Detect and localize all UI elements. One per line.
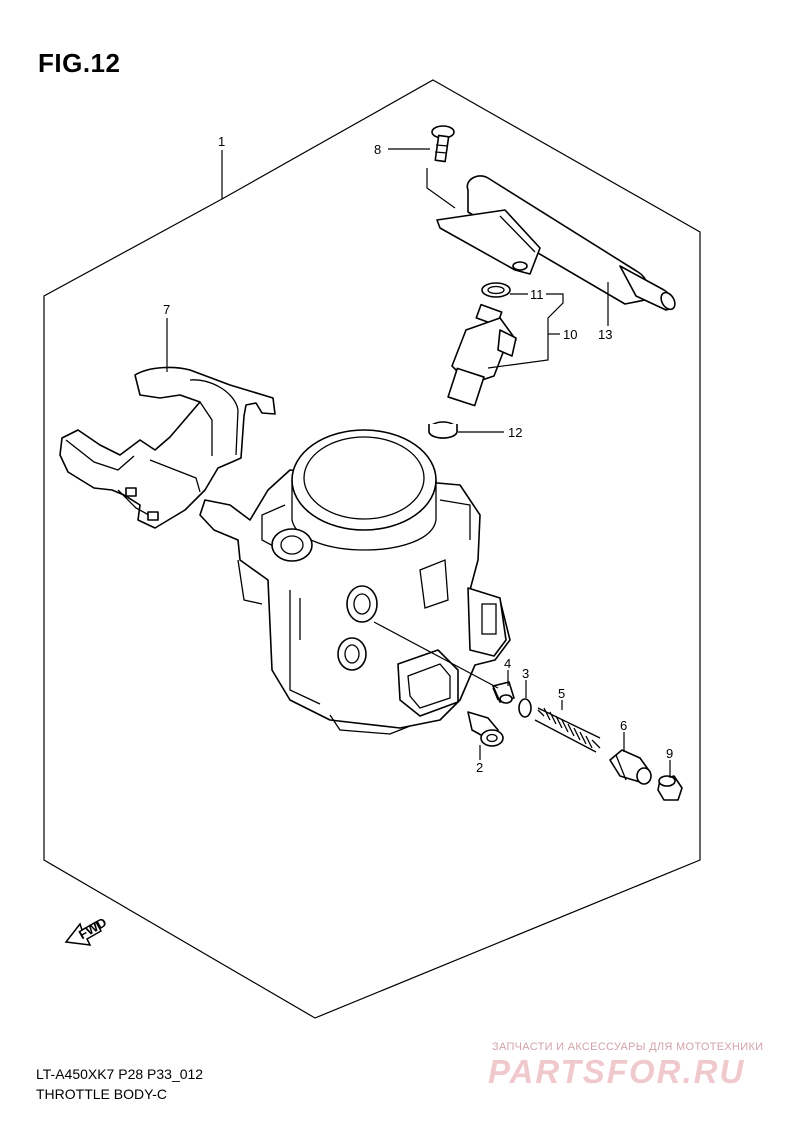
callout-12: 12 <box>508 425 522 440</box>
fwd-arrow-icon: FWD <box>64 914 109 946</box>
callout-2: 2 <box>476 760 483 775</box>
fitting-part <box>609 749 652 785</box>
watermark-caption: ЗАПЧАСТИ И АКСЕССУАРЫ ДЛЯ МОТОТЕХНИКИ <box>492 1041 764 1053</box>
injector-part <box>447 303 517 407</box>
callout-7: 7 <box>163 302 170 317</box>
watermark-logo: PARTSFOR.RU <box>488 1053 746 1090</box>
cap-part <box>657 775 683 801</box>
callout-3: 3 <box>522 666 529 681</box>
bracket-part <box>59 366 276 529</box>
callout-8: 8 <box>374 142 381 157</box>
fwd-label: FWD <box>76 914 109 942</box>
callout-6: 6 <box>620 718 627 733</box>
callout-9: 9 <box>666 746 673 761</box>
callout-1: 1 <box>218 134 225 149</box>
assembly-outline <box>43 79 701 1019</box>
callout-5: 5 <box>558 686 565 701</box>
fuel-pipe-part <box>436 175 676 311</box>
o-ring-part <box>481 282 511 298</box>
screw-part <box>431 125 455 163</box>
figure-title: FIG.12 <box>38 48 121 78</box>
figure-name: THROTTLE BODY-C <box>36 1086 167 1102</box>
adjust-screw-part <box>467 711 504 747</box>
throttle-body-part <box>199 429 511 735</box>
callout-13: 13 <box>598 327 612 342</box>
model-code: LT-A450XK7 P28 P33_012 <box>36 1066 204 1082</box>
callout-11: 11 <box>530 287 544 302</box>
leader-lines <box>166 148 671 778</box>
callout-4: 4 <box>504 656 511 671</box>
callout-10: 10 <box>563 327 577 342</box>
valve-part <box>492 681 515 704</box>
seal-part <box>428 421 458 439</box>
o-ring-small-part <box>518 698 532 718</box>
spring-part <box>534 707 601 753</box>
